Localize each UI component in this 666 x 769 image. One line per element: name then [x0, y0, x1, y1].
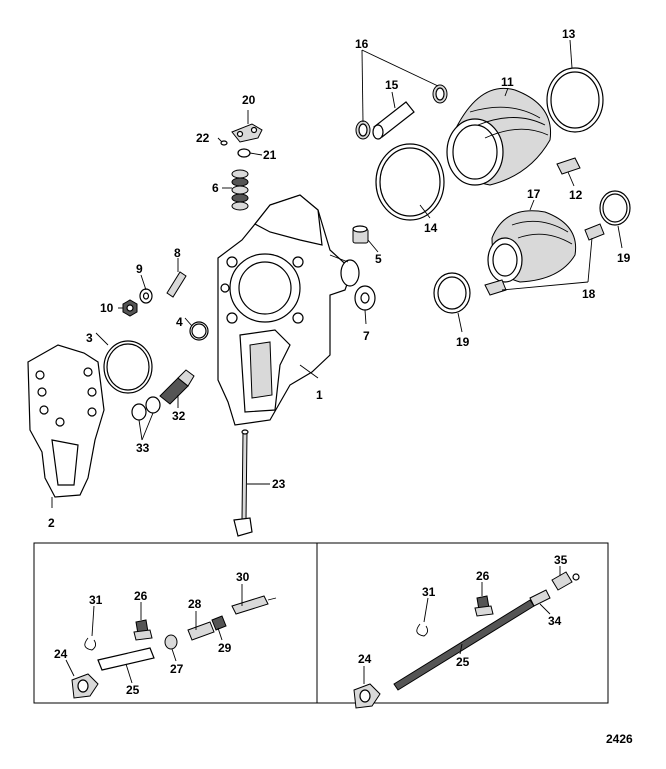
- callout-26-left: 26: [134, 589, 148, 603]
- callout-22: 22: [196, 131, 210, 145]
- callout-2: 2: [48, 516, 55, 530]
- clip-31-left: [84, 637, 97, 651]
- fitting: [352, 225, 369, 244]
- callout-27: 27: [170, 662, 184, 676]
- figure-number: 2426: [606, 732, 633, 746]
- callout-14: 14: [424, 221, 438, 235]
- callout-18: 18: [582, 287, 596, 301]
- callout-7: 7: [363, 329, 370, 343]
- water-hose: [372, 101, 415, 140]
- end-fitting-35: [551, 571, 573, 591]
- inset-panel-right: [316, 542, 609, 709]
- cable-25-right: [393, 599, 535, 691]
- callout-19-upper: 19: [617, 251, 631, 265]
- callout-31-right: 31: [422, 585, 436, 599]
- callout-1: 1: [316, 388, 323, 402]
- callout-5: 5: [375, 252, 382, 266]
- callout-30: 30: [236, 570, 250, 584]
- callout-11: 11: [501, 75, 514, 89]
- callout-10: 10: [100, 301, 114, 315]
- callout-20: 20: [242, 93, 256, 107]
- callout-32: 32: [172, 409, 186, 423]
- stud-washer-nut: [122, 271, 187, 317]
- o-ring-large-inner: [106, 343, 150, 391]
- pin: [220, 140, 228, 146]
- nut-27: [164, 634, 178, 650]
- callout-9: 9: [136, 262, 143, 276]
- o-ring-33a: [131, 403, 147, 421]
- bearing-seal-stack: [231, 169, 249, 211]
- callout-15: 15: [385, 78, 399, 92]
- callout-12: 12: [569, 188, 583, 202]
- callout-4: 4: [176, 315, 183, 329]
- spring-29: [211, 615, 227, 631]
- callout-24-left: 24: [54, 647, 68, 661]
- clip-18b: [484, 279, 507, 296]
- callout-35: 35: [554, 553, 568, 567]
- callout-24-right: 24: [358, 652, 372, 666]
- callout-8: 8: [174, 246, 181, 260]
- callout-23: 23: [272, 477, 286, 491]
- o-ring-small-inner: [191, 323, 207, 339]
- o-ring-33b: [145, 396, 161, 414]
- shift-shaft: [233, 429, 253, 537]
- transom-gasket: [27, 344, 105, 498]
- retainer-assembly: [220, 123, 263, 158]
- callout-29: 29: [218, 641, 232, 655]
- callout-25-right: 25: [456, 655, 470, 669]
- callout-21: 21: [263, 148, 277, 162]
- washer-small: [237, 148, 251, 158]
- fitting-28: [187, 621, 215, 641]
- gimbal-housing: [217, 194, 360, 426]
- callout-28: 28: [188, 597, 202, 611]
- inset-panel-left: [33, 542, 318, 704]
- retainer: [231, 123, 263, 143]
- tube-25-left: [97, 647, 155, 671]
- callout-19-lower: 19: [456, 335, 470, 349]
- leader-lines: [51, 39, 623, 508]
- drive-shaft-bellows: [487, 210, 577, 283]
- callout-17: 17: [527, 187, 541, 201]
- callout-3: 3: [86, 331, 93, 345]
- callout-33: 33: [136, 441, 150, 455]
- retaining-clip: [556, 157, 581, 175]
- shift-cable-fitting: [159, 369, 195, 405]
- callout-34: 34: [548, 614, 562, 628]
- rod-30: [231, 595, 269, 615]
- callout-13: 13: [562, 27, 576, 41]
- exhaust-bellows: [446, 87, 552, 186]
- callout-31-left: 31: [89, 593, 103, 607]
- callout-16: 16: [355, 37, 369, 51]
- callout-6: 6: [212, 181, 219, 195]
- callout-25-left: 25: [126, 683, 140, 697]
- clip-31-right: [416, 623, 429, 637]
- callout-26-right: 26: [476, 569, 490, 583]
- clip-18a: [584, 223, 605, 241]
